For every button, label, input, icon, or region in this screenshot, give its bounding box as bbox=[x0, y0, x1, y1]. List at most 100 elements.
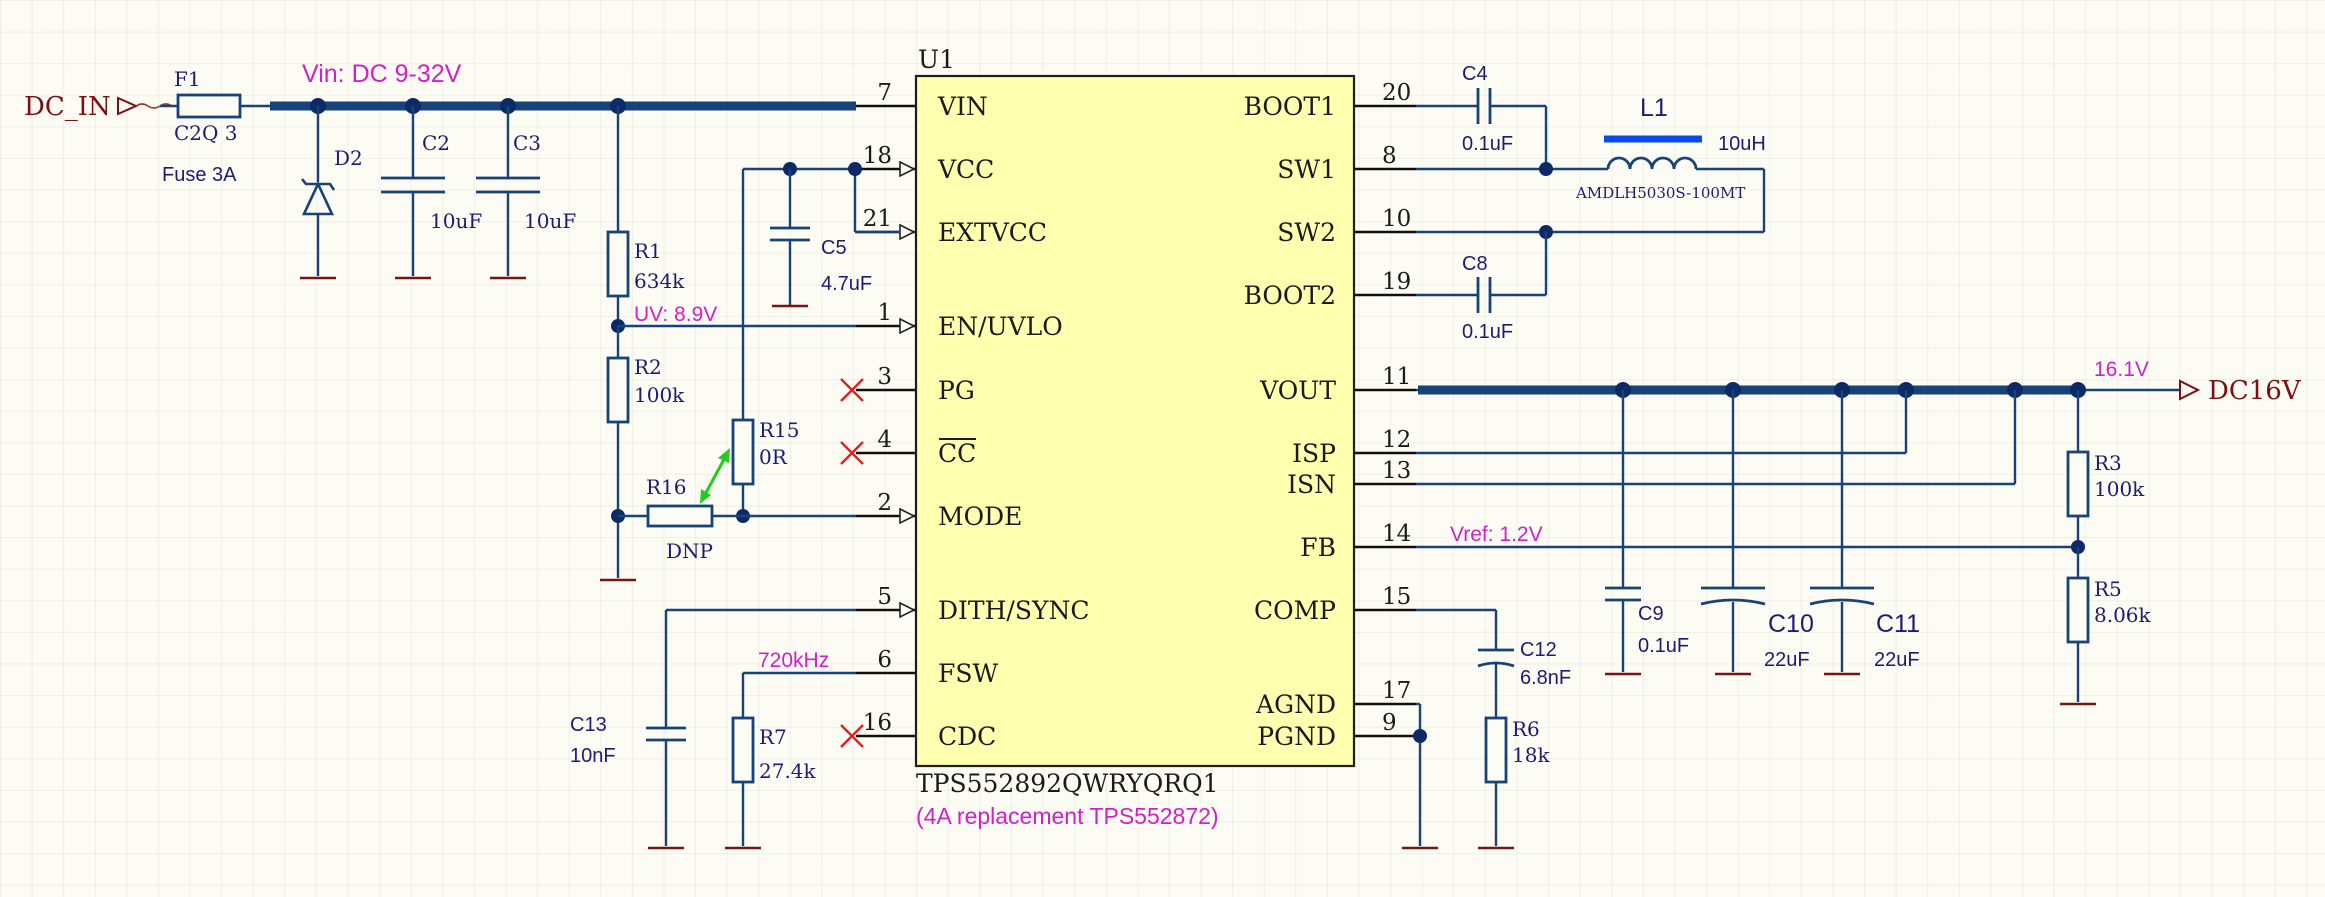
pin-num-agnd: 17 bbox=[1382, 678, 1411, 704]
r6-designator: R6 bbox=[1512, 717, 1540, 741]
uv-annotation: UV: 8.9V bbox=[634, 303, 717, 326]
r7-value: 27.4k bbox=[759, 759, 817, 783]
resistor-r16[interactable]: R16 DNP bbox=[646, 475, 714, 563]
pin-label-sw1: SW1 bbox=[1277, 155, 1336, 184]
output-port-dc16v[interactable]: DC16V bbox=[2179, 376, 2302, 406]
r15-designator: R15 bbox=[759, 418, 800, 442]
capacitor-c4[interactable]: C4 0.1uF bbox=[1462, 63, 1513, 155]
no-connect-markers bbox=[840, 378, 864, 748]
ic-left-pins: 7 18 21 1 3 4 2 5 6 16 VIN VCC EXTVCC EN… bbox=[856, 80, 1089, 751]
r1-value: 634k bbox=[634, 269, 685, 293]
c9-value: 0.1uF bbox=[1638, 635, 1689, 657]
r7-designator: R7 bbox=[759, 725, 787, 749]
pin-label-vin: VIN bbox=[937, 92, 988, 121]
capacitor-c5[interactable]: C5 4.7uF bbox=[770, 169, 872, 306]
vout-bus: 16.1V bbox=[1416, 358, 2180, 398]
c4-designator: C4 bbox=[1462, 63, 1488, 85]
pin-num-fb: 14 bbox=[1382, 521, 1411, 547]
c11-value: 22uF bbox=[1874, 649, 1920, 671]
pin-num-cdc: 16 bbox=[863, 710, 892, 736]
pin-num-isn: 13 bbox=[1382, 458, 1411, 484]
input-port-dc-in[interactable]: DC_IN bbox=[24, 92, 173, 122]
fsw-annotation: 720kHz bbox=[758, 649, 829, 672]
ic-body bbox=[914, 74, 1356, 768]
pin-label-extvcc: EXTVCC bbox=[938, 218, 1047, 247]
capacitor-c2[interactable]: C2 10uF bbox=[381, 106, 482, 276]
inductor-l1[interactable]: L1 10uH AMDLH5030S-100MT bbox=[1575, 94, 1766, 232]
r15-value: 0R bbox=[759, 445, 788, 469]
capacitor-c11[interactable]: C11 22uF bbox=[1809, 390, 1920, 672]
fuse-f1[interactable]: F1 C2Q 3 Fuse 3A bbox=[160, 67, 270, 186]
fsw-net: 720kHz bbox=[741, 649, 856, 718]
c8-designator: C8 bbox=[1462, 253, 1488, 275]
pin-num-comp: 15 bbox=[1382, 584, 1411, 610]
capacitor-c9[interactable]: C9 0.1uF bbox=[1605, 390, 1689, 672]
resistor-r2[interactable]: R2 100k bbox=[606, 326, 685, 578]
pin-num-boot1: 20 bbox=[1382, 80, 1411, 106]
c5-value: 4.7uF bbox=[821, 273, 872, 295]
vin-annotation: Vin: DC 9-32V bbox=[302, 60, 462, 88]
capacitor-c3[interactable]: C3 10uF bbox=[476, 106, 576, 276]
pin-num-cc: 4 bbox=[877, 427, 892, 453]
capacitor-c13[interactable]: C13 10nF bbox=[570, 714, 686, 846]
r16-designator: R16 bbox=[646, 475, 687, 499]
ic-designator: U1 bbox=[918, 45, 955, 74]
c13-designator: C13 bbox=[570, 714, 607, 736]
resistor-r3[interactable]: R3 100k bbox=[2066, 390, 2145, 546]
l1-part-number: AMDLH5030S-100MT bbox=[1575, 184, 1745, 202]
pin-label-en-uvlo: EN/UVLO bbox=[938, 312, 1063, 341]
sw1-net bbox=[1416, 162, 1608, 176]
pin-label-mode: MODE bbox=[938, 502, 1022, 531]
pin-label-cdc: CDC bbox=[938, 722, 996, 751]
r3-designator: R3 bbox=[2094, 451, 2122, 475]
c3-designator: C3 bbox=[513, 131, 541, 155]
ground-symbols bbox=[300, 276, 2096, 850]
resistor-r1[interactable]: R1 634k bbox=[606, 106, 685, 326]
c12-designator: C12 bbox=[1520, 639, 1557, 661]
r1-designator: R1 bbox=[634, 239, 662, 263]
pin-label-fsw: FSW bbox=[938, 659, 998, 688]
resistor-r15[interactable]: R15 0R bbox=[731, 418, 800, 516]
fb-net: Vref: 1.2V bbox=[1416, 523, 2085, 554]
d2-designator: D2 bbox=[334, 146, 363, 170]
tvs-diode-d2[interactable]: D2 bbox=[300, 106, 363, 276]
pin-label-pgnd: PGND bbox=[1257, 722, 1336, 751]
pin-label-boot2: BOOT2 bbox=[1244, 281, 1336, 310]
r2-designator: R2 bbox=[634, 355, 662, 379]
port-label-dc-in: DC_IN bbox=[24, 92, 111, 122]
resistor-r5[interactable]: R5 8.06k bbox=[2066, 547, 2152, 702]
resistor-r7[interactable]: R7 27.4k bbox=[731, 716, 817, 846]
pin-label-sw2: SW2 bbox=[1277, 218, 1336, 247]
pin-label-isn: ISN bbox=[1287, 470, 1336, 499]
capacitor-c10[interactable]: C10 22uF bbox=[1700, 390, 1814, 672]
pin-num-sw1: 8 bbox=[1382, 143, 1397, 169]
capacitor-c8[interactable]: C8 0.1uF bbox=[1462, 253, 1513, 343]
ic-u1[interactable]: U1 TPS552892QWRYQRQ1 (4A replacement TPS… bbox=[914, 45, 1356, 829]
port-label-dc16v: DC16V bbox=[2208, 376, 2302, 406]
dith-sync-net bbox=[664, 608, 856, 728]
c4-value: 0.1uF bbox=[1462, 133, 1513, 155]
ic-part-number: TPS552892QWRYQRQ1 bbox=[916, 769, 1219, 798]
pin-num-boot2: 19 bbox=[1382, 269, 1411, 295]
pin-num-sw2: 10 bbox=[1382, 206, 1411, 232]
c10-value: 22uF bbox=[1764, 649, 1810, 671]
resistor-r6[interactable]: R6 18k bbox=[1484, 716, 1550, 846]
c11-designator: C11 bbox=[1876, 610, 1920, 638]
l1-designator: L1 bbox=[1640, 94, 1668, 122]
pin-num-vout: 11 bbox=[1382, 364, 1411, 390]
f1-value: C2Q 3 bbox=[174, 121, 238, 145]
vout-annotation: 16.1V bbox=[2094, 358, 2149, 381]
c5-designator: C5 bbox=[821, 237, 847, 259]
pin-num-vin: 7 bbox=[877, 80, 892, 106]
c2-designator: C2 bbox=[422, 131, 450, 155]
c12-value: 6.8nF bbox=[1520, 667, 1571, 689]
pin-num-vcc: 18 bbox=[863, 143, 892, 169]
c10-designator: C10 bbox=[1768, 610, 1814, 638]
pin-num-mode: 2 bbox=[877, 490, 892, 516]
capacitor-c12[interactable]: C12 6.8nF bbox=[1477, 639, 1571, 718]
f1-designator: F1 bbox=[174, 67, 201, 91]
r5-designator: R5 bbox=[2094, 577, 2122, 601]
ic-replacement-note: (4A replacement TPS552872) bbox=[916, 803, 1219, 829]
